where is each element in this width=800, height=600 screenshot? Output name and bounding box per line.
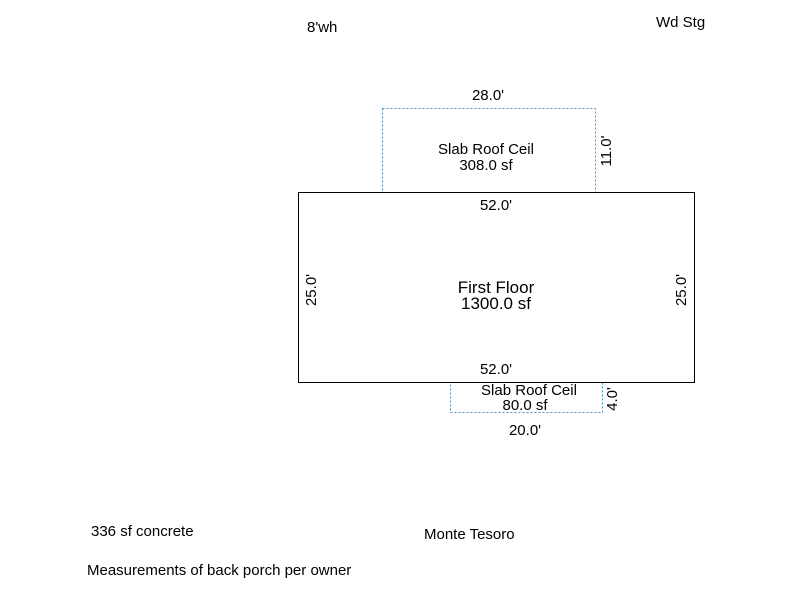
first-floor-bottom-label: 52.0' xyxy=(480,361,512,378)
first-floor-right-label: 25.0' xyxy=(673,274,690,306)
bottom-slab-width-label: 20.0' xyxy=(509,422,541,439)
porch-note: Measurements of back porch per owner xyxy=(87,562,352,579)
top-slab-outline xyxy=(382,108,596,193)
exterior-note: Wd Stg xyxy=(656,14,706,31)
bottom-slab-area-value: 80.0 sf xyxy=(502,397,548,414)
concrete-note: 336 sf concrete xyxy=(91,523,194,540)
wall-height-note: 8'wh xyxy=(307,19,338,36)
bottom-slab-name: Slab Roof Ceil xyxy=(481,382,577,399)
top-slab-width-label: 28.0' xyxy=(472,87,504,104)
bottom-slab-depth-label: 4.0' xyxy=(604,387,621,411)
first-floor-outline xyxy=(298,192,695,383)
first-floor-area-value: 1300.0 sf xyxy=(461,294,531,313)
first-floor-name: First Floor xyxy=(458,278,535,297)
top-slab-area-value: 308.0 sf xyxy=(459,157,513,174)
first-floor-top-label: 52.0' xyxy=(480,197,512,214)
top-slab-depth-label: 11.0' xyxy=(598,135,615,166)
top-slab-area: 28.0' Slab Roof Ceil 308.0 sf 11.0' xyxy=(382,87,615,193)
first-floor-left-label: 25.0' xyxy=(303,274,320,306)
subdivision-note: Monte Tesoro xyxy=(424,526,515,543)
bottom-slab-area: Slab Roof Ceil 80.0 sf 20.0' 4.0' xyxy=(450,382,621,439)
top-slab-name: Slab Roof Ceil xyxy=(438,141,534,158)
first-floor-area: 52.0' 52.0' 25.0' 25.0' First Floor 1300… xyxy=(298,192,695,383)
